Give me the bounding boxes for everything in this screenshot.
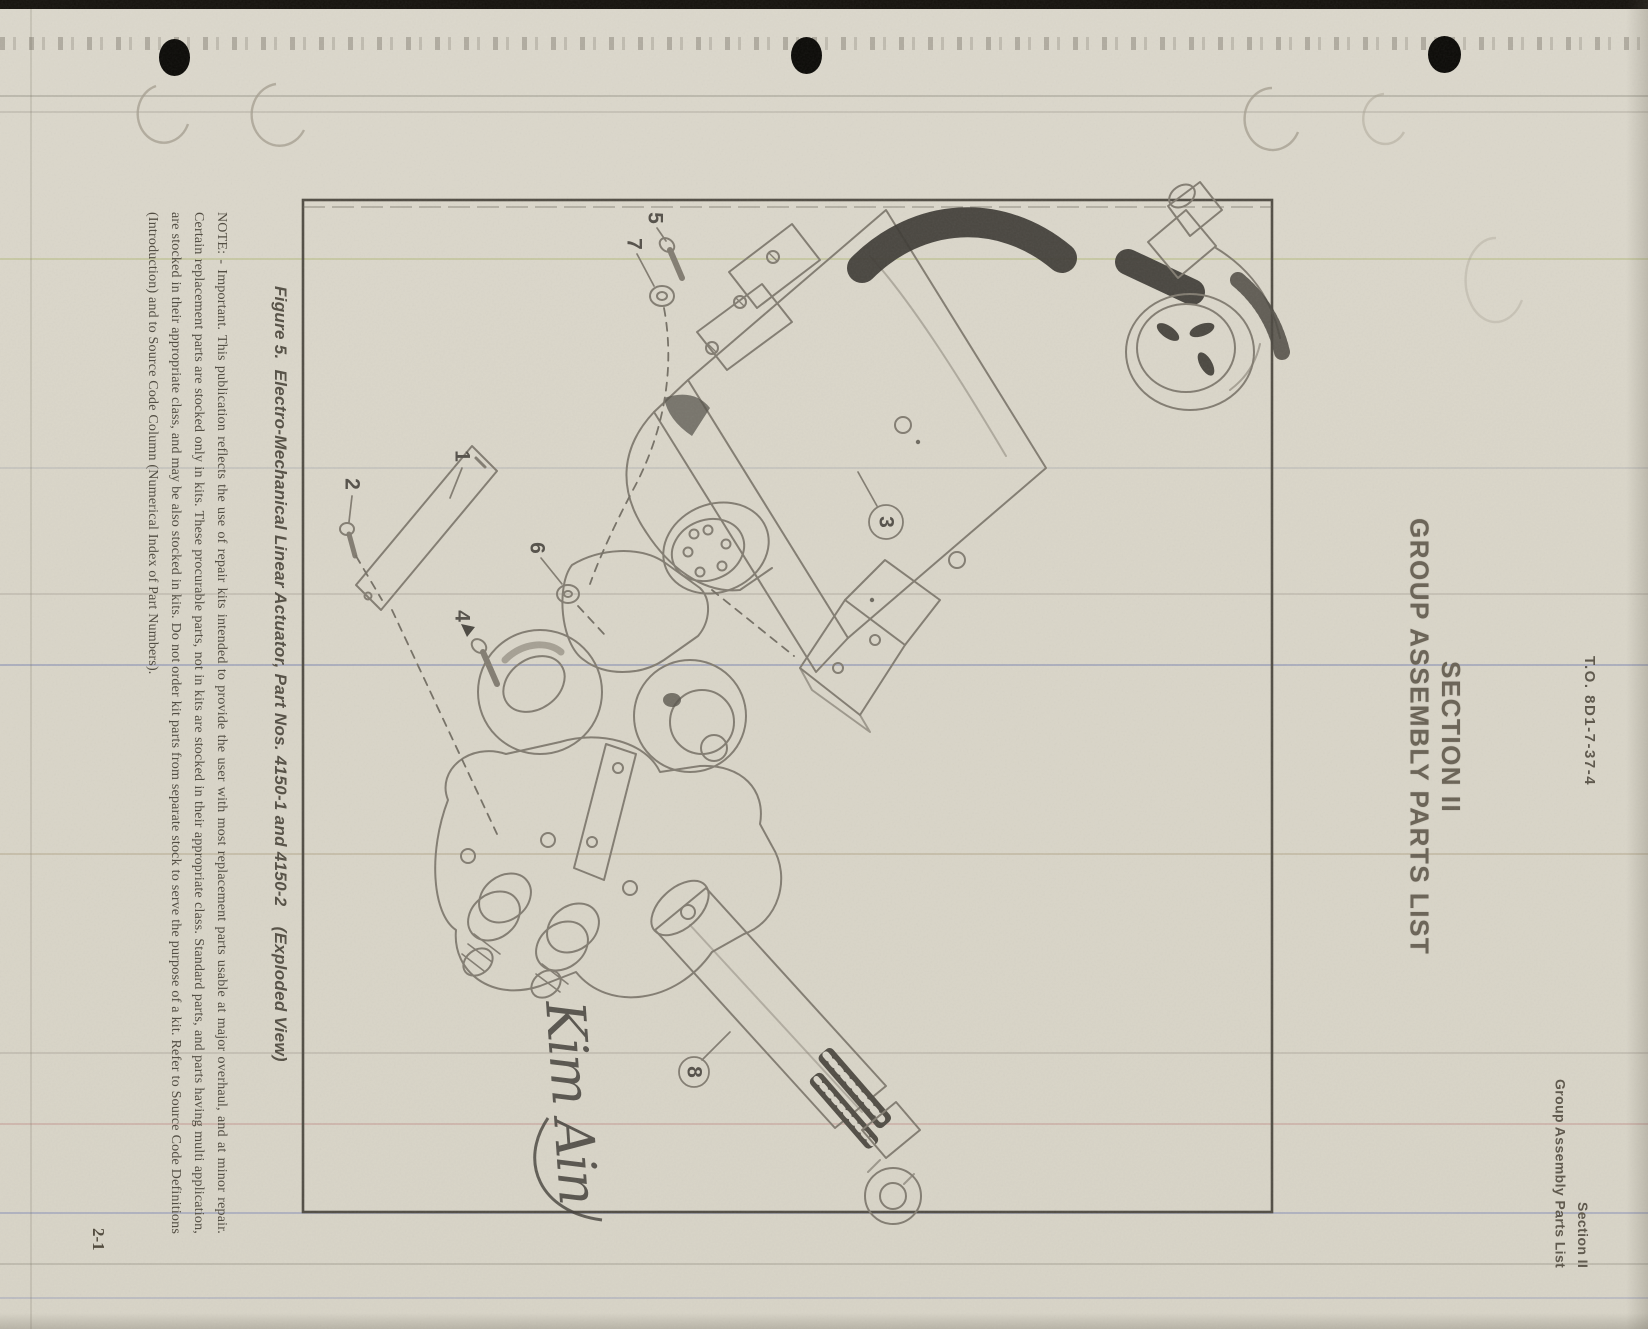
note-paragraph: NOTE: - Important. This publication refl… [145, 212, 229, 1234]
punch-hole [791, 37, 822, 74]
scan-line [0, 1297, 1648, 1299]
callout-3: 3 [875, 516, 898, 528]
page-edge-shadow [1626, 0, 1648, 1329]
callout-4: 4 [451, 610, 474, 622]
figure-caption: Figure 5. Electro-Mechanical Linear Actu… [271, 286, 290, 1062]
motor-housing [625, 209, 1047, 673]
callout-5: 5 [644, 212, 667, 224]
scan-line [0, 1263, 1648, 1265]
callout-1: 1 [451, 450, 474, 462]
cable-and-connector [847, 181, 1290, 411]
callout-2: 2 [341, 478, 364, 490]
callout-leaders [348, 227, 878, 1061]
scan-speckle-band [0, 37, 1648, 50]
signature-text: Kim Ain [533, 998, 610, 1206]
running-head-line2: Group Assembly Parts List [1552, 1078, 1569, 1268]
pencil-smudges [136, 82, 1524, 324]
signature-handwriting: Kim Ain [533, 998, 610, 1222]
callout-circle-3 [868, 504, 904, 540]
page-number: 2-1 [89, 1228, 108, 1251]
nameplate [355, 445, 498, 611]
dashed-leaders [355, 307, 795, 835]
scan-line [0, 95, 1648, 97]
section-title-line2: GROUP ASSEMBLY PARTS LIST [1404, 518, 1435, 956]
figure-border [301, 198, 1274, 1214]
punch-hole [1428, 36, 1461, 73]
actuator-drawing [339, 181, 1290, 1225]
punch-hole [159, 39, 190, 76]
scan-line [0, 111, 1648, 113]
gearbox-casting [434, 550, 783, 999]
running-head: Section II Group Assembly Parts List [1544, 1038, 1594, 1268]
callout-circle-8 [678, 1056, 710, 1088]
callout-6: 6 [526, 542, 549, 554]
section-title: SECTION II GROUP ASSEMBLY PARTS LIST [1394, 232, 1466, 1242]
cylinder-and-clevis [650, 879, 922, 1225]
small-parts [339, 237, 685, 687]
callout-8: 8 [683, 1066, 706, 1078]
callout-7: 7 [623, 238, 646, 250]
running-head-line1: Section II [1575, 1201, 1591, 1268]
terminal-box [799, 559, 941, 733]
scan-edge-bar [0, 0, 1648, 9]
page-edge-shadow [0, 1313, 1648, 1329]
technical-order-number: T.O. 8D1-7-37-4 [1581, 656, 1598, 787]
section-title-line1: SECTION II [1436, 660, 1466, 814]
page-crease [30, 0, 32, 1329]
